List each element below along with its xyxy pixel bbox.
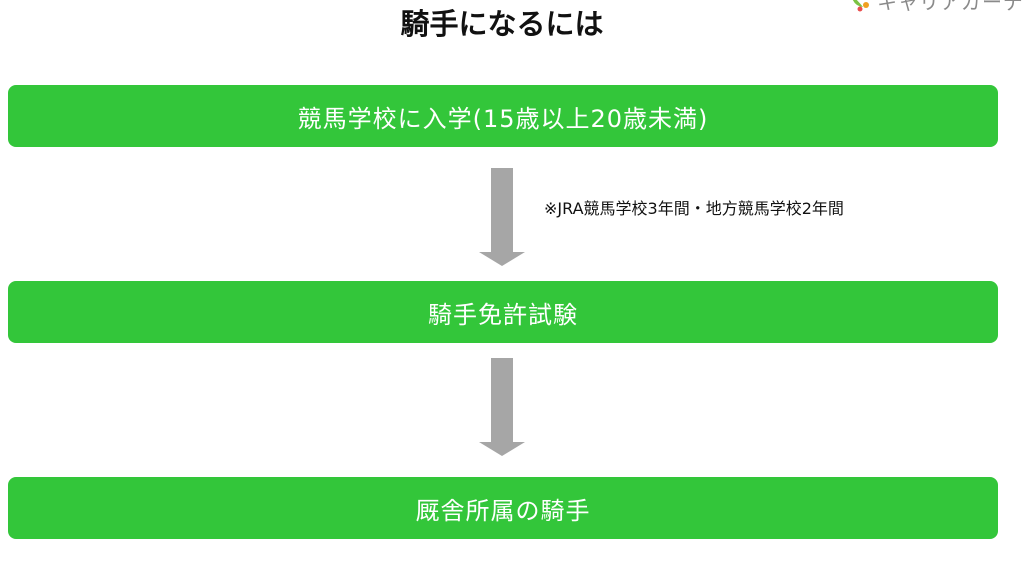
- flow-step-license-exam: 騎手免許試験: [8, 281, 998, 343]
- down-arrow-icon: [479, 358, 525, 456]
- flow-step-stable-jockey: 厩舎所属の騎手: [8, 477, 998, 539]
- down-arrow-icon: [479, 168, 525, 266]
- leaf-logo-icon: [852, 0, 869, 12]
- brand-logo-text: キャリアガーデン: [877, 0, 1024, 14]
- brand-logo[interactable]: キャリアガーデン: [849, 0, 1024, 14]
- flow-step-label: 厩舎所属の騎手: [415, 496, 591, 525]
- flow-step-school: 競馬学校に入学(15歳以上20歳未満): [8, 85, 998, 147]
- duration-note: ※JRA競馬学校3年間・地方競馬学校2年間: [544, 199, 844, 218]
- page-title: 騎手になるには: [400, 7, 604, 41]
- flow-step-label: 競馬学校に入学(15歳以上20歳未満): [297, 104, 709, 133]
- flow-step-label: 騎手免許試験: [428, 300, 578, 329]
